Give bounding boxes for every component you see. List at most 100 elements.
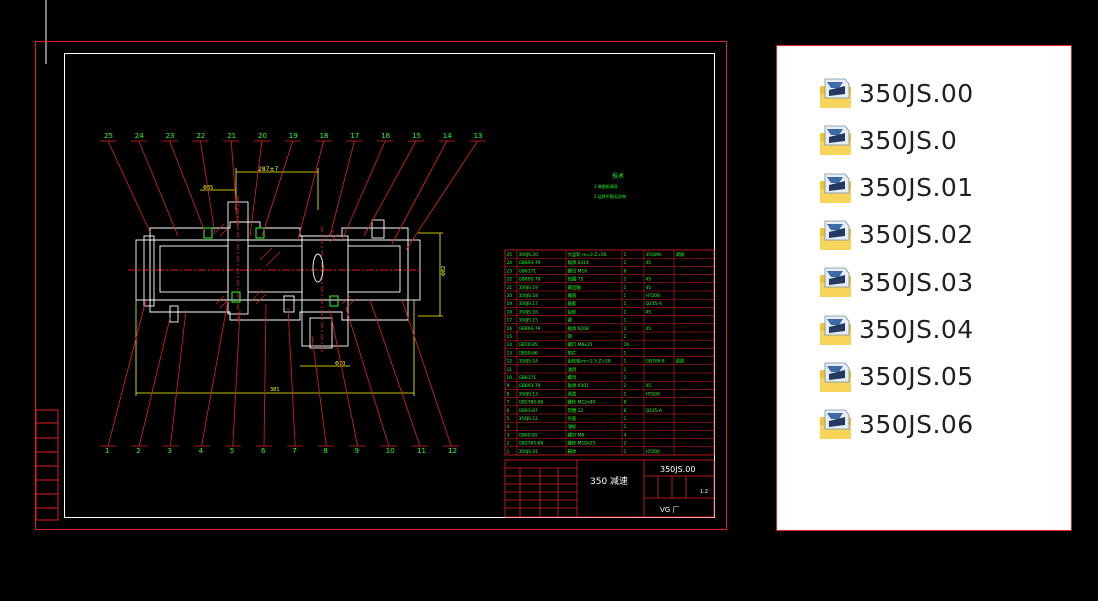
bom-cell: 1 [624,252,627,258]
bom-cell: 45 [646,260,652,266]
balloon-number-bottom: 4 [199,447,204,455]
bom-cell: 350JS.12 [519,416,539,422]
bom-cell: 螺栓 M10x25 [568,440,596,447]
bom-cell: HT200 [646,293,661,299]
balloon-number-top: 19 [289,132,298,140]
file-name: 350JS.04 [859,315,974,344]
bom-cell: Q235-A [646,408,662,414]
bom-cell: 油封 [568,366,577,373]
bom-cell: GB65-85 [519,432,538,438]
balloon-number-bottom: 3 [167,447,171,455]
bom-cell: 4 [624,432,627,438]
bom-cell: 350JS.19 [519,285,539,291]
dwg-file-icon [819,407,853,441]
tech-line1: 1.装配前清洗 [594,183,618,189]
file-item[interactable]: 350JS.01 [819,168,974,208]
bom-cell: 17 [507,318,513,324]
bom-cell: 1 [624,367,627,373]
bom-cell: 1 [624,391,627,397]
file-item[interactable]: 350JS.02 [819,215,974,255]
gearbox-section-view [128,196,422,354]
bom-cell: GB895-79 [519,277,541,283]
bom-cell: 轴套 [568,300,577,307]
leader-line [169,140,206,233]
balloon-leaders [100,140,486,447]
leader-line [329,140,355,237]
bom-cell: 输出轴 [568,284,582,291]
leader-line [341,140,386,241]
bom-cell: 350JS.20 [519,252,539,258]
file-item[interactable]: 350JS.06 [819,404,974,444]
bom-cell: 1 [624,359,627,365]
file-item[interactable]: 350JS.03 [819,262,974,302]
bom-cell: 12 [507,359,513,365]
leader-line [200,140,216,235]
bom-cell: 螺母 M16 [568,267,588,274]
leader-line [249,140,263,237]
bom-cell: 键 [568,317,573,324]
balloon-number-bottom: 12 [448,447,457,455]
dwg-file-icon [819,313,853,347]
leader-line [138,317,171,447]
bom-cell: 轴承 6208 [568,325,590,332]
balloon-number-top: 16 [381,132,390,140]
dwg-file-icon [819,265,853,299]
file-item[interactable]: 350JS.0 [819,120,957,160]
leader-line [311,335,327,447]
balloon-number-top: 14 [443,132,452,140]
cad-drawing-canvas[interactable]: 287±7 Φ85 Φ82 Φ70 381 [0,0,760,601]
dwg-file-icon [819,123,853,157]
balloon-number-top: 23 [166,132,175,140]
bom-cell: 1 [624,416,627,422]
balloon-number-bottom: 5 [230,447,234,455]
drawing-title: 350 减速 [590,475,628,487]
leader-line [401,299,452,447]
bom-cell: GB6171 [519,375,537,381]
file-item[interactable]: 350JS.04 [819,310,974,350]
dim-length: 381 [270,387,280,393]
bom-cell: 11 [507,367,513,373]
balloon-number-top: 17 [350,132,359,140]
bom-cell: 垫圈 12 [568,407,584,414]
bom-cell: 端盖 [568,292,577,299]
bom-cell: 16 [624,342,630,348]
bom-cell: 6 [507,408,510,414]
file-item[interactable]: 350JS.00 [819,73,974,113]
dimension-lines [135,168,443,396]
bom-cell: 19 [507,301,513,307]
bom-cell: 4 [507,424,510,430]
bom-cell: GB5783-86 [519,441,544,447]
bom-cell: 22 [507,277,513,283]
bom-cell: 2 [624,334,627,340]
file-name: 350JS.03 [859,267,974,297]
bom-cell: 7 [507,400,510,406]
balloon-number-bottom: 11 [417,447,426,455]
bom-cell: 1 [624,424,627,430]
leader-line [138,140,179,237]
bom-cell: 1 [624,350,627,356]
balloon-number-top: 18 [320,132,329,140]
section-hatching [215,223,355,309]
balloon-number-bottom: 1 [105,447,109,455]
leader-line [391,140,448,245]
leader-line [107,140,151,233]
bom-cell: 1 [624,277,627,283]
bom-cell: HT200 [646,391,661,397]
bom-cell: 1 [624,309,627,315]
bom-cell: GB6171 [519,268,537,274]
file-item[interactable]: 350JS.05 [819,357,974,397]
bom-cell: 14 [507,342,513,348]
bearing-marks [203,227,339,307]
bom-cell: GB893-79 [519,260,541,266]
